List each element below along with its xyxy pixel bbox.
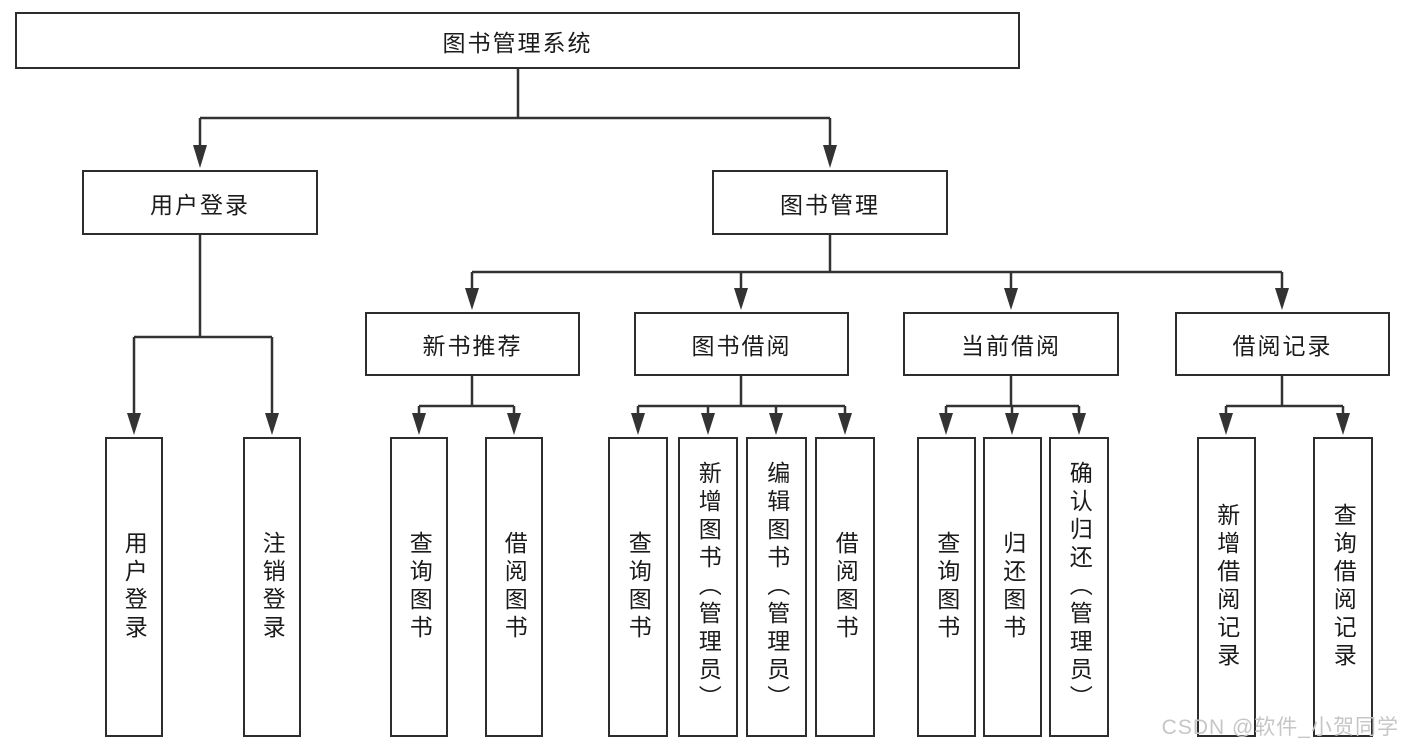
leaf-borrowing-query-books: 查询图书 bbox=[608, 437, 668, 737]
arrowheads bbox=[127, 145, 1350, 435]
leaf-borrowing-add-books-admin: 新增图书（管理员） bbox=[678, 437, 738, 737]
leaf-newbooks-borrow-books: 借阅图书 bbox=[485, 437, 543, 737]
leaf-current-confirm-return-admin: 确认归还（管理员） bbox=[1049, 437, 1109, 737]
node-user-login: 用户登录 bbox=[82, 170, 318, 235]
csdn-watermark: CSDN @软件_小贺同学 bbox=[1161, 716, 1399, 739]
leaf-newbooks-query-books: 查询图书 bbox=[390, 437, 448, 737]
leaf-records-add-record: 新增借阅记录 bbox=[1197, 437, 1256, 737]
node-book-management: 图书管理 bbox=[712, 170, 948, 235]
leaf-current-query-books: 查询图书 bbox=[917, 437, 976, 737]
node-book-borrowing: 图书借阅 bbox=[634, 312, 849, 376]
leaf-current-return-books: 归还图书 bbox=[983, 437, 1042, 737]
node-new-book-recommend: 新书推荐 bbox=[365, 312, 580, 376]
leaf-borrowing-edit-books-admin: 编辑图书（管理员） bbox=[746, 437, 807, 737]
node-current-borrowing: 当前借阅 bbox=[903, 312, 1119, 376]
node-borrow-records: 借阅记录 bbox=[1175, 312, 1390, 376]
leaf-borrowing-borrow-books: 借阅图书 bbox=[815, 437, 875, 737]
leaf-logout: 注销登录 bbox=[243, 437, 301, 737]
leaf-records-query-record: 查询借阅记录 bbox=[1313, 437, 1373, 737]
leaf-user-login: 用户登录 bbox=[105, 437, 163, 737]
node-library-management-system: 图书管理系统 bbox=[15, 12, 1020, 69]
